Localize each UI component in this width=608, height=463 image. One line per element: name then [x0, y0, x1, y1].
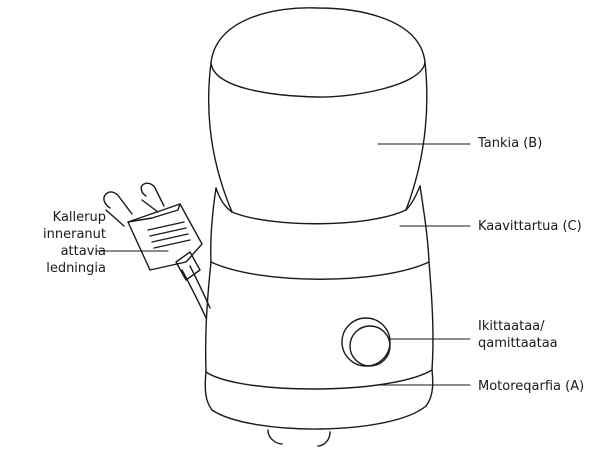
plug-groove-4: [153, 239, 191, 249]
base-left-side: [204, 261, 212, 373]
tank-b: [207, 7, 428, 225]
label-cord-line-3: attavia: [60, 244, 106, 259]
button-outer: [341, 317, 391, 367]
tank-bottom-edge: [231, 209, 407, 225]
collar-top-left: [215, 187, 233, 213]
leader-lines: [96, 143, 471, 386]
label-lid: Kaavittartua (C): [478, 219, 582, 234]
label-switch-line2: qamittaataa: [478, 336, 558, 351]
label-cord-line-1: Kallerup: [52, 210, 106, 225]
prong-right-2: [141, 199, 159, 213]
label-cord-line-2: inneranut: [43, 227, 106, 242]
tank-top-rim: [210, 7, 426, 98]
motor-base-a: [204, 261, 434, 447]
label-cord: Kallerup inneranut attavia ledningia: [43, 209, 106, 277]
collar-top-right: [405, 185, 421, 211]
base-band-top: [205, 369, 433, 390]
button-inner: [349, 325, 391, 367]
label-tank: Tankia (B): [478, 136, 543, 151]
label-cord-line-4: ledningia: [46, 261, 106, 276]
collar-bottom-edge: [210, 261, 430, 280]
plug-groove-1: [147, 221, 185, 231]
plug-body: [127, 203, 203, 271]
base-band-right: [425, 369, 434, 407]
plug-face: [127, 203, 181, 223]
base-bottom-edge: [211, 405, 427, 430]
cord-line-2: [189, 265, 211, 309]
plug-groove-3: [151, 233, 189, 243]
label-switch-line1: Ikittaataa/: [478, 319, 545, 334]
cord-line-1: [181, 269, 207, 319]
lid-c: [210, 185, 430, 280]
base-band-left: [204, 371, 213, 411]
on-off-button: [341, 317, 391, 367]
base-foot: [267, 429, 331, 447]
base-right-side: [428, 261, 434, 371]
prong-left: [103, 191, 133, 215]
tank-right-side: [405, 61, 428, 211]
prong-right: [140, 182, 165, 207]
strain-relief: [175, 251, 201, 281]
tank-left-side: [207, 62, 233, 213]
prong-left-2: [105, 209, 125, 227]
collar-right-side: [419, 185, 430, 263]
plug-groove-2: [149, 227, 187, 237]
collar-left-side: [210, 187, 217, 263]
label-base: Motoreqarfia (A): [478, 379, 585, 394]
power-cord: [103, 182, 211, 319]
